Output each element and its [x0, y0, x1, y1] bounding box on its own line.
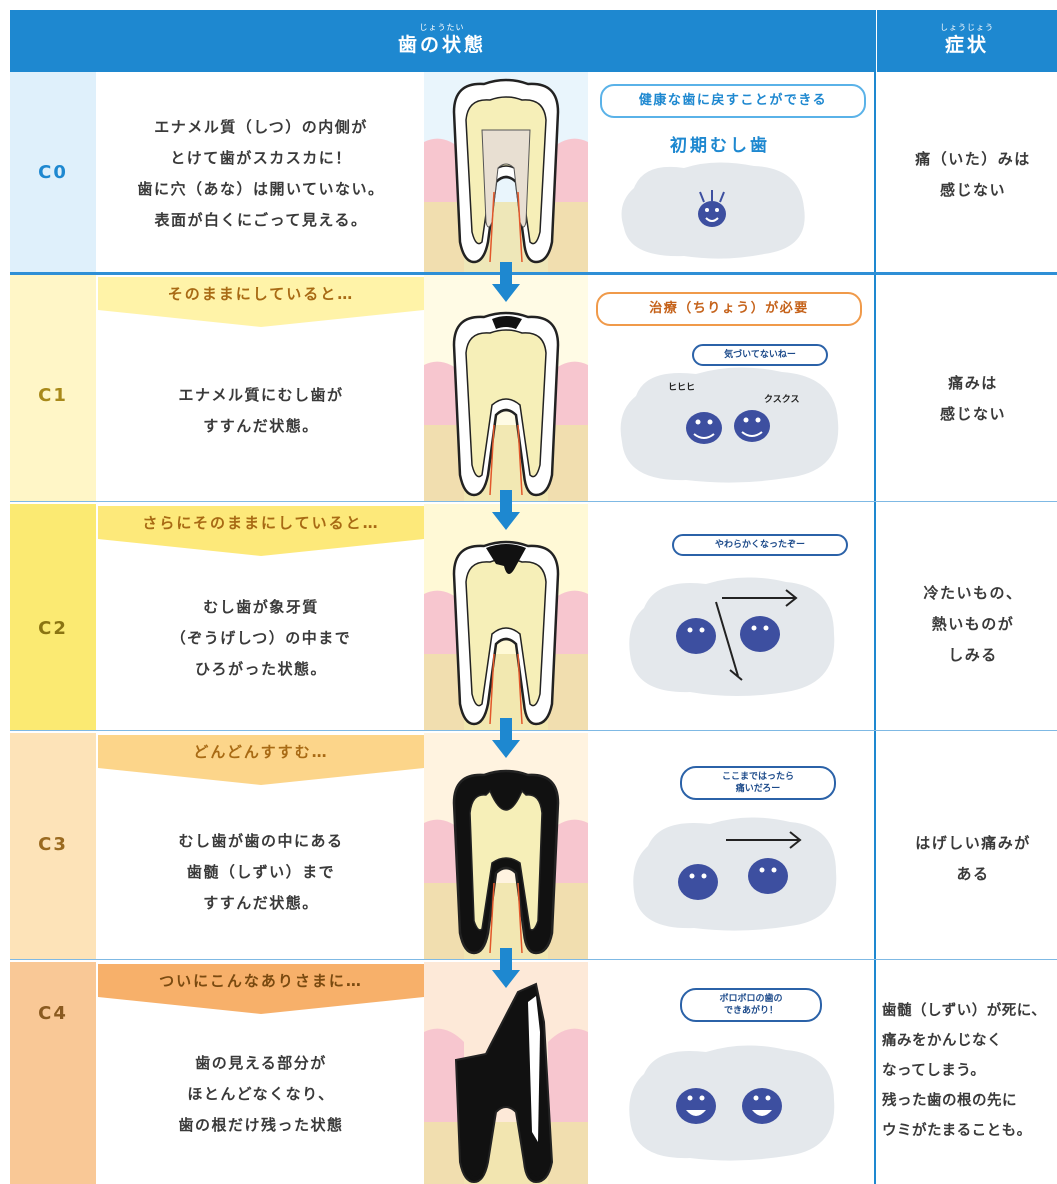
germ-icon: [676, 618, 716, 654]
arrow-c0-to-c1: [492, 262, 520, 302]
description-c0: エナメル質（しつ）の内側が とけて歯がスカスカに！ 歯に穴（あな）は開いていない…: [137, 118, 385, 229]
tooth-illustration-c4: [424, 962, 588, 1184]
row-divider-4: [10, 959, 1057, 960]
germ-icon: [676, 1088, 716, 1124]
banner-text-c2: さらにそのままにしていると…: [142, 514, 380, 532]
state-ruby: じょうたい: [419, 23, 465, 32]
description-c3: むし歯が歯の中にある 歯髄（しずい）まで すすんだ状態。: [178, 832, 344, 912]
banner-c1: そのままにしていると…: [98, 277, 424, 327]
banner-text-c3: どんどんすすむ…: [193, 743, 329, 761]
pitchfork-icon: [715, 601, 743, 681]
germ-icon: [740, 616, 780, 652]
speech-bubble-c4: ボロボロの歯の できあがり！: [680, 988, 822, 1022]
banner-text-c1: そのままにしていると…: [167, 285, 355, 303]
stage-label-c3: C3: [38, 833, 68, 855]
germ-icon: [742, 1088, 782, 1124]
germ-icon: [734, 410, 770, 442]
arrow-c1-to-c2: [492, 490, 520, 530]
row-bg-c4: [10, 962, 96, 1184]
status-label-c0: 健康な歯に戻すことができる: [600, 84, 866, 118]
symptom-c3: はげしい痛みが ある: [915, 834, 1031, 883]
description-c4: 歯の見える部分が ほとんどなくなり、 歯の根だけ残った状態: [178, 1054, 344, 1134]
status-label-c1: 治療（ちりょう）が必要: [596, 292, 862, 326]
germ-icon: [748, 858, 788, 894]
column-divider: [874, 10, 876, 1184]
speech-bubble-c2: やわらかくなったぞー: [672, 534, 848, 556]
description-c1: エナメル質にむし歯が すすんだ状態。: [178, 386, 344, 435]
speech-bubble-c1: 気づいてないねー: [692, 344, 828, 366]
sub-label-c0: 初期むし歯: [670, 136, 770, 156]
symptom-c0: 痛（いた）みは 感じない: [915, 150, 1031, 199]
header-symptom: しょうじょう 症状: [877, 10, 1057, 72]
arrow-c2-to-c3: [492, 718, 520, 758]
germ-scene-c3: [630, 812, 840, 938]
pitchfork-icon: [722, 589, 798, 607]
pitchfork-icon: [726, 831, 802, 849]
description-c2: むし歯が象牙質 （ぞうげしつ）の中まで ひろがった状態。: [170, 598, 352, 678]
germ-scene-c1: [616, 362, 842, 490]
tooth-illustration-c2: [424, 504, 588, 730]
row-bg-c3: [10, 733, 96, 959]
germ-icon: [698, 190, 726, 227]
symptom-c1: 痛みは 感じない: [939, 374, 1006, 423]
germ-icon: [686, 412, 722, 444]
speech-bubble-c3: ここまではったら 痛いだろー: [680, 766, 836, 800]
row-bg-c1: [10, 275, 96, 501]
stage-label-c4: C4: [38, 1002, 68, 1024]
banner-c3: どんどんすすむ…: [98, 735, 424, 785]
symptom-ruby: しょうじょう: [940, 23, 994, 32]
arrow-c3-to-c4: [492, 948, 520, 988]
row-divider-2: [10, 501, 1057, 502]
banner-c4: ついにこんなありさまに…: [98, 964, 424, 1014]
germ-scene-c0: [614, 158, 810, 266]
header-state: じょうたい 歯の状態: [10, 10, 874, 72]
symptom-title: 症状: [944, 34, 989, 56]
sfx-left-c1: ヒヒヒ: [668, 383, 696, 393]
stage-label-c0: C0: [38, 161, 68, 183]
row-bg-c2: [10, 504, 96, 730]
row-divider-3: [10, 730, 1057, 731]
symptom-c4: 歯髄（しずい）が死に、 痛みをかんじなく なってしまう。 残った歯の根の先に ウ…: [882, 1003, 1047, 1139]
germ-scene-c2: [626, 572, 838, 704]
germ-icon: [678, 864, 718, 900]
banner-text-c4: ついにこんなありさまに…: [159, 972, 363, 990]
stage-label-c2: C2: [38, 617, 68, 639]
tooth-illustration-c0: [424, 72, 588, 272]
row-divider-1: [10, 272, 1057, 275]
sfx-right-c1: クスクス: [764, 395, 800, 405]
tooth-illustration-c3: [424, 733, 588, 959]
state-title: 歯の状態: [397, 34, 486, 56]
stage-label-c1: C1: [38, 384, 68, 406]
tooth-illustration-c1: [424, 275, 588, 501]
symptom-c2: 冷たいもの、 熱いものが しみる: [923, 584, 1023, 664]
banner-c2: さらにそのままにしていると…: [98, 506, 424, 556]
germ-scene-c4: [626, 1040, 838, 1168]
row-bg-c0: [10, 72, 96, 272]
